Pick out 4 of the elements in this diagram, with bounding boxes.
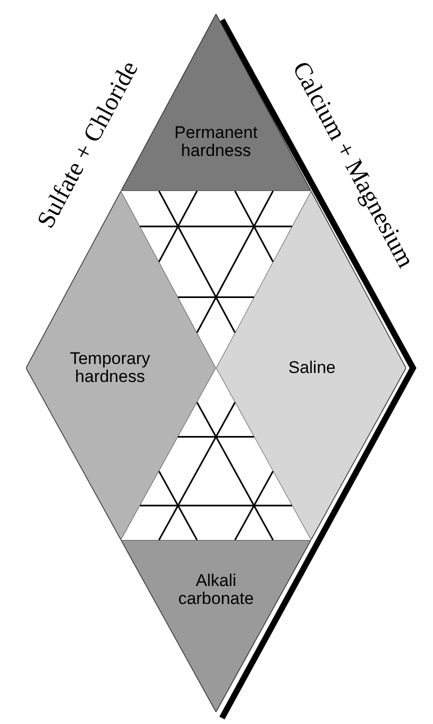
region-label: Saline xyxy=(287,359,337,377)
region-label: Permanent hardness xyxy=(173,124,259,160)
region-label: Alkali carbonate xyxy=(177,572,255,608)
region-label: Temporary hardness xyxy=(68,350,152,386)
